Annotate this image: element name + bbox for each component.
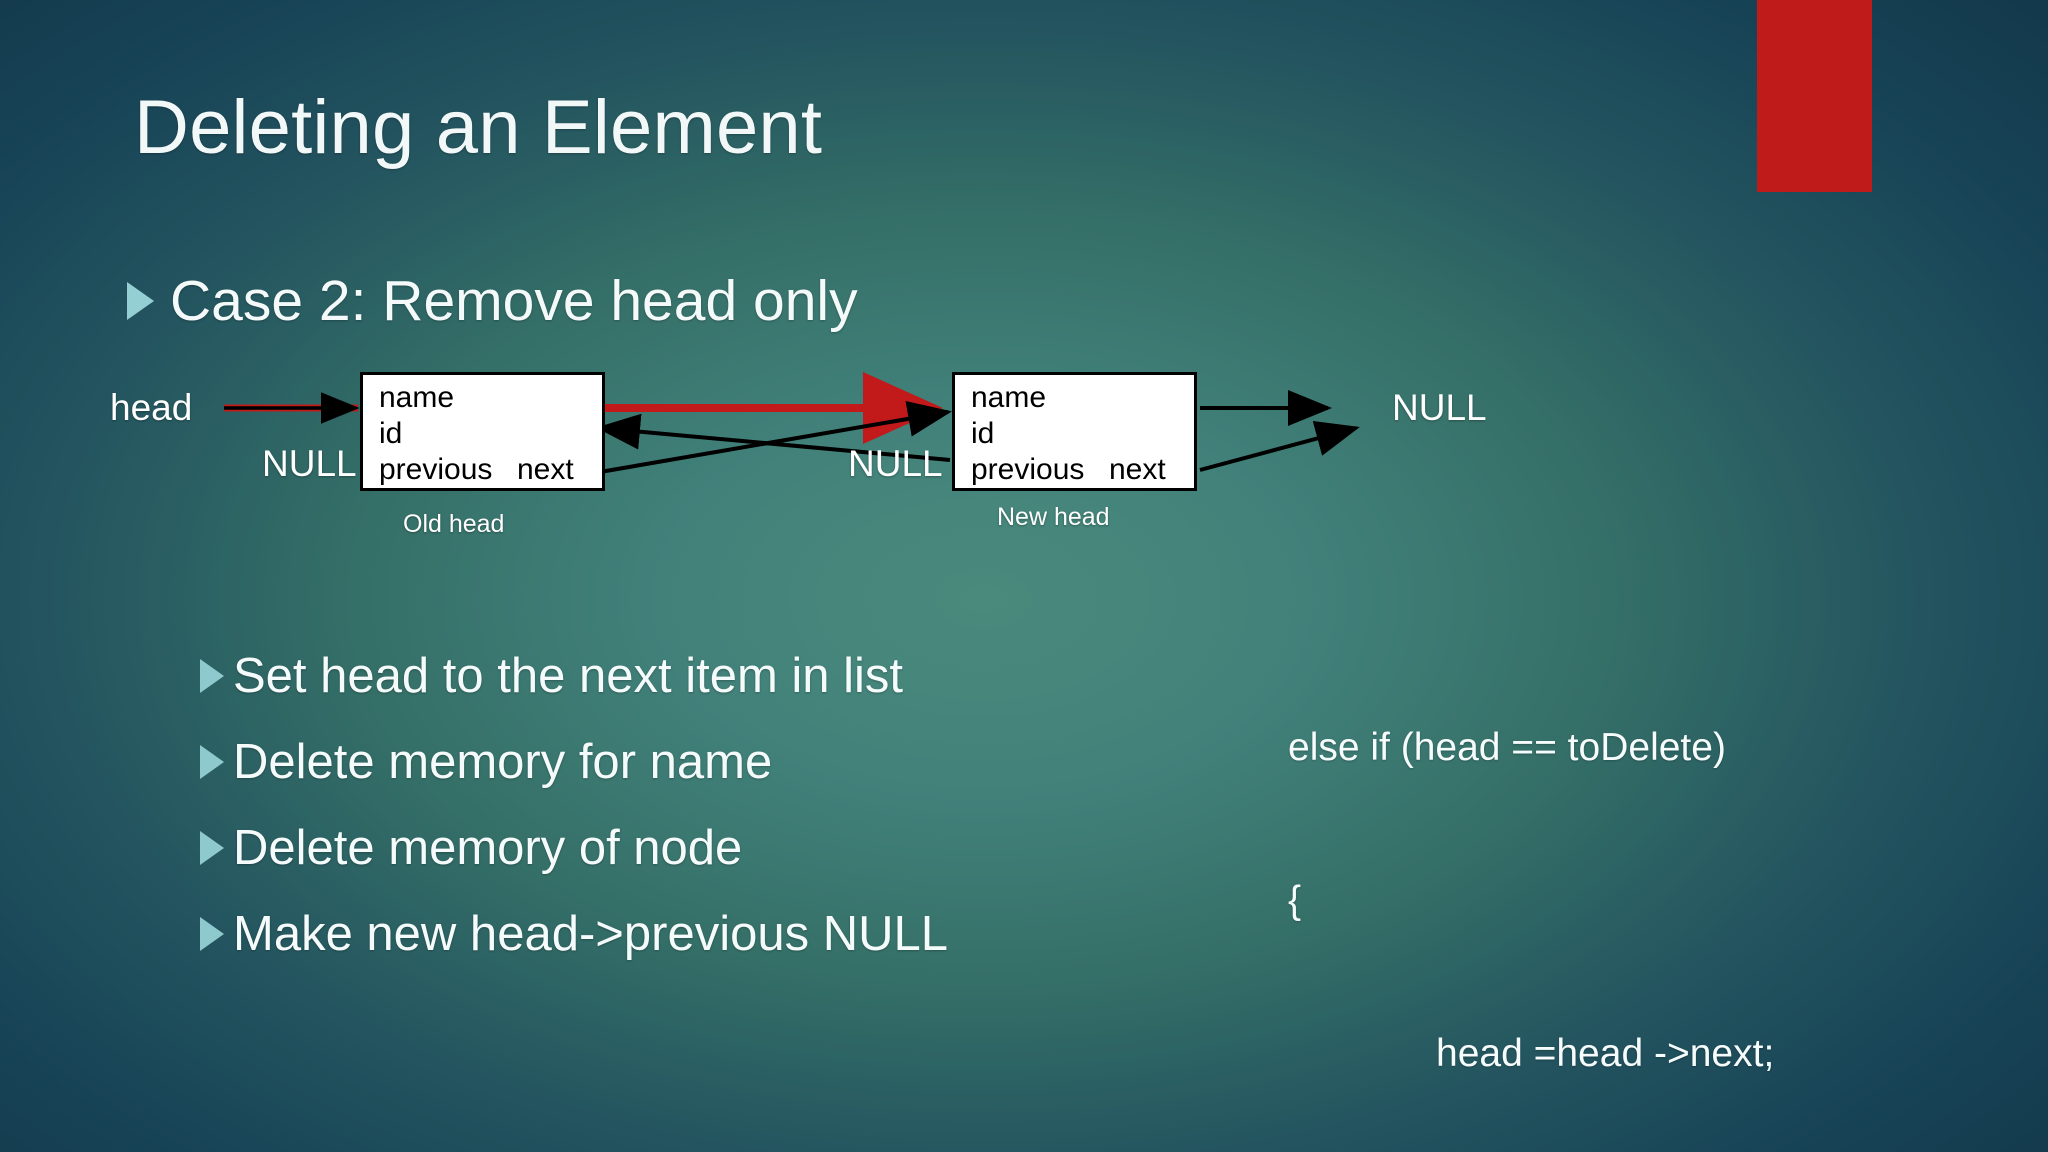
null-label-left: NULL [262,443,357,484]
list-item: Set head to the next item in list [200,648,948,704]
null-label-middle: NULL [848,443,943,484]
null-label-right: NULL [1392,387,1487,428]
node-box-old-head: name id previous next [360,372,605,491]
head-pointer-label: head [110,387,193,428]
step-label: Delete memory of node [233,821,743,875]
case-bullet-label: Case 2: Remove head only [170,269,858,333]
node-old-field-previous: previous [379,453,493,486]
case-bullet-row: Case 2: Remove head only [127,268,858,334]
code-line: { [1288,879,1302,922]
step-label: Set head to the next item in list [233,649,904,703]
triangle-bullet-icon [127,282,154,320]
decorative-red-bar [1757,0,1872,192]
node-box-new-head: name id previous next [952,372,1197,491]
node-old-field-next: next [517,453,574,486]
linked-list-diagram: head NULL name id previous next Old head… [0,350,2048,600]
node-new-field-previous: previous [971,453,1085,486]
triangle-bullet-icon [200,917,224,951]
slide-title: Deleting an Element [134,85,823,170]
step-label: Make new head->previous NULL [233,907,948,961]
triangle-bullet-icon [200,831,224,865]
list-item: Delete memory of node [200,820,948,876]
node-new-field-name: name [971,381,1047,414]
triangle-bullet-icon [200,745,224,779]
list-item: Delete memory for name [200,734,948,790]
step-label: Delete memory for name [233,735,773,789]
new-previous-to-old-node-arrow [596,413,951,462]
code-snippet: else if (head == toDelete) { head =head … [1288,620,1861,1152]
list-item: Make new head->previous NULL [200,906,948,962]
triangle-bullet-icon [200,659,224,693]
diagram-arrows [224,372,1360,474]
node-new-field-id: id [971,417,995,450]
node-old-field-name: name [379,381,455,414]
code-line: head =head ->next; [1436,1032,1775,1075]
code-line: else if (head == toDelete) [1288,726,1726,769]
new-node-to-null-diagonal-arrow [1199,421,1360,472]
steps-list: Set head to the next item in list Delete… [200,648,948,992]
caption-old-head: Old head [403,510,505,538]
node-new-field-next: next [1109,453,1166,486]
caption-new-head: New head [997,503,1110,531]
node-old-field-id: id [379,417,403,450]
